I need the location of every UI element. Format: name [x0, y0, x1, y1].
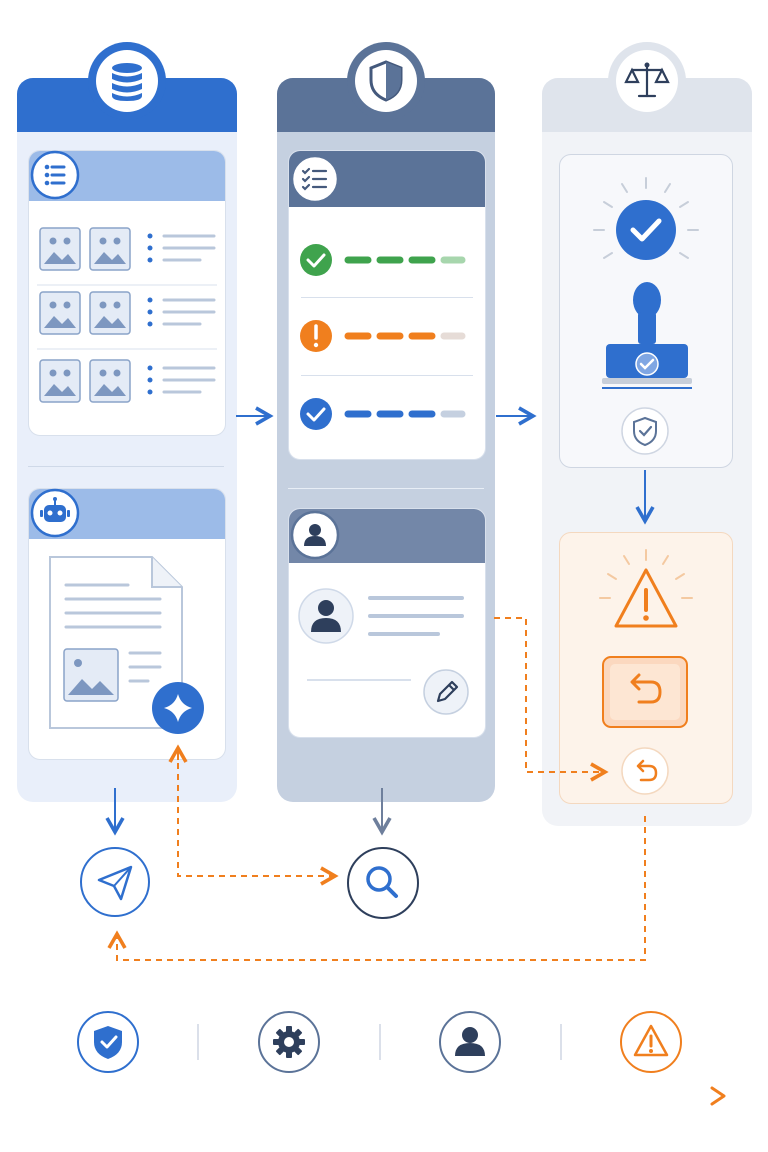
dashed-ai-to-search [177, 752, 339, 886]
checklist-icon [290, 154, 340, 204]
stamp-icon [602, 282, 692, 389]
search-icon[interactable] [346, 846, 420, 920]
dashed-reviewer-to-undo [494, 617, 609, 782]
rollback-button[interactable] [601, 655, 689, 729]
check-circle-icon [300, 244, 332, 276]
document-icon [49, 556, 183, 729]
dashed-rollback-to-send [107, 816, 646, 961]
warning-legend-icon [619, 1010, 683, 1074]
shield-check-icon [76, 1010, 140, 1074]
check-circle-icon [300, 398, 332, 430]
balance-scale-icon [606, 40, 688, 122]
exclamation-circle-icon [300, 320, 332, 352]
approval-check-icon [593, 177, 699, 260]
edit-button[interactable] [422, 668, 470, 716]
robot-icon [30, 488, 80, 538]
undo-icon[interactable] [620, 746, 670, 796]
user-icon [290, 510, 340, 560]
reviewer-details [298, 588, 464, 644]
user-legend-icon [438, 1010, 502, 1074]
list-icon [30, 150, 80, 200]
checklist-rows [300, 244, 466, 430]
send-icon[interactable] [79, 846, 151, 918]
ai-sparkle-icon[interactable] [150, 680, 206, 736]
database-icon [86, 40, 168, 122]
shield-icon [345, 40, 427, 122]
shield-check-badge [620, 406, 670, 456]
gear-icon [257, 1010, 321, 1074]
warning-icon [599, 549, 693, 628]
